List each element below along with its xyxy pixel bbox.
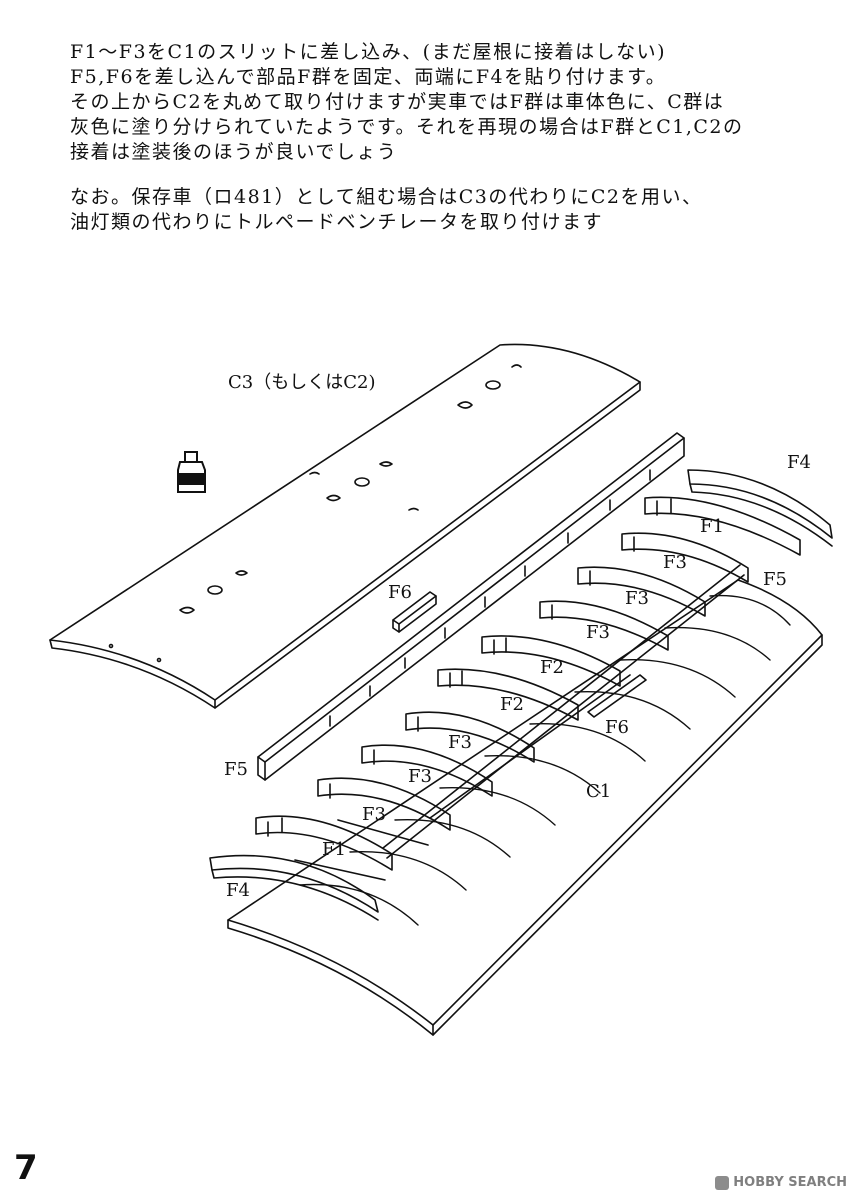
instruction-line: なお。保存車（ロ481）として組む場合はC3の代わりにC2を用い、 [70,186,703,208]
label-f3: F3 [586,622,610,643]
instruction-line: F5,F6を差し込んで部品F群を固定、両端にF4を貼り付けます。 [70,66,667,88]
instruction-line: 灰色に塗り分けられていたようです。それを再現の場合はF群とC1,C2の [70,116,744,138]
instruction-paragraph-1: F1～F3をC1のスリットに差し込み、(まだ屋根に接着はしない) F5,F6を差… [70,40,840,165]
label-f3: F3 [625,588,649,609]
instruction-line: 接着は塗装後のほうが良いでしょう [70,141,398,163]
watermark-text: HOBBY SEARCH [733,1175,847,1190]
label-f6-mid: F6 [605,717,629,738]
end-piece-f4 [209,469,833,921]
label-f1-top: F1 [700,516,724,537]
roof-base-c1 [227,579,823,1036]
label-f5-left: F5 [224,759,248,780]
roof-panel-c3 [49,343,641,709]
watermark: HOBBY SEARCH [715,1175,847,1190]
instruction-text: F1～F3をC1のスリットに差し込み、(まだ屋根に接着はしない) F5,F6を差… [70,40,840,255]
label-f2: F2 [500,694,524,715]
label-c1: C1 [586,781,611,802]
label-f3: F3 [663,552,687,573]
label-f6-top: F6 [388,582,412,603]
label-f4-top: F4 [787,452,811,473]
instruction-line: F1～F3をC1のスリットに差し込み、(まだ屋根に接着はしない) [70,41,666,63]
part-f6 [392,591,437,633]
label-f3: F3 [448,732,472,753]
rib-frames [255,496,801,881]
page-number: 7 [14,1148,38,1188]
part-labels: C3（もしくはC2) F4 F1 F3 F5 F3 F3 F2 F6 F2 F3… [224,372,811,901]
label-f1-bottom: F1 [322,839,346,860]
center-beams [382,564,745,859]
instruction-line: 油灯類の代わりにトルペードベンチレータを取り付けます [70,211,604,233]
label-f3: F3 [362,804,386,825]
label-c3: C3（もしくはC2) [228,372,375,393]
instruction-paragraph-2: なお。保存車（ロ481）として組む場合はC3の代わりにC2を用い、 油灯類の代わ… [70,185,840,235]
label-f2: F2 [540,657,564,678]
rail-f5 [257,432,685,781]
instruction-line: その上からC2を丸めて取り付けますが実車ではF群は車体色に、C群は [70,91,725,113]
torpedo-ventilator-icon [177,451,206,493]
label-f5-right: F5 [763,569,787,590]
label-f3: F3 [408,766,432,787]
slot-curves [299,594,791,926]
label-f4-bottom: F4 [226,880,250,901]
watermark-logo-icon [715,1175,730,1190]
